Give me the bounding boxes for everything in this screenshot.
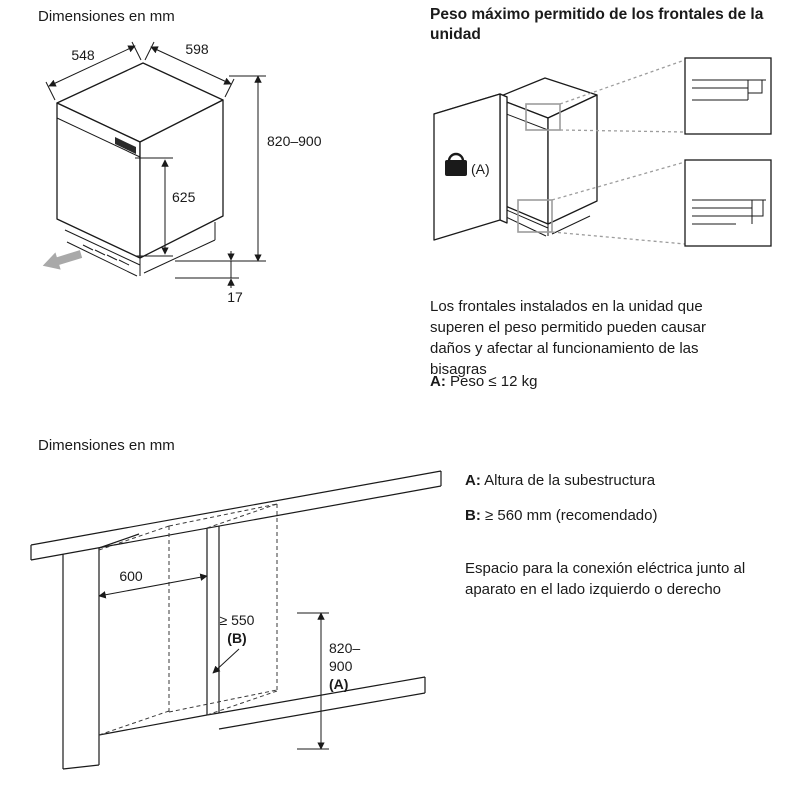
callout-frame-bottom (517, 199, 553, 233)
legend-b-text: ≥ 560 mm (recomendado) (485, 507, 658, 524)
legend-row-a: A: Altura de la subestructura (465, 470, 755, 491)
legend-row-b: B: ≥ 560 mm (recomendado) (465, 505, 755, 526)
niche-dimension-lines (98, 573, 329, 750)
weight-spec: A: Peso ≤ 12 kg (430, 373, 537, 390)
callout-leader-lines (551, 59, 686, 245)
legend: A: Altura de la subestructura B: ≥ 560 m… (465, 470, 755, 600)
weight-paragraph: Los frontales instalados en la unidad qu… (430, 298, 707, 378)
legend-b-key: B: (465, 507, 481, 524)
dim-height-label: 820–900 (267, 133, 322, 149)
dims-niche-title: Dimensiones en mm (38, 437, 175, 454)
legend-note: Espacio para la conexión eléctrica junto… (465, 560, 746, 598)
appliance-body (495, 77, 598, 225)
weight-spec-key: A: (430, 373, 446, 390)
dims-unit-title: Dimensiones en mm (38, 8, 175, 25)
unit-dimensions-drawing: 548 598 820–900 625 17 (42, 41, 322, 305)
appliance-box (56, 62, 224, 259)
weight-spec-value: Peso ≤ 12 kg (450, 373, 538, 390)
dim-width-label: 598 (185, 41, 209, 57)
door-weight-drawing: (A) (433, 57, 772, 247)
counter-and-cabinets (30, 470, 442, 770)
panel-key-label: (A) (471, 161, 490, 177)
niche-height-label-1: 820– (329, 640, 360, 656)
dim-plinth-label: 17 (227, 289, 243, 305)
niche-depth-label: ≥ 550 (220, 612, 255, 628)
door-handle (115, 137, 136, 154)
niche-height-key: (A) (329, 676, 348, 692)
niche-volume-dashed (98, 503, 278, 736)
niche-height-label-2: 900 (329, 658, 353, 674)
weight-icon (445, 152, 467, 176)
legend-a-key: A: (465, 472, 481, 489)
dim-depth-label: 548 (71, 47, 95, 63)
niche-depth-key: (B) (227, 630, 246, 646)
niche-dimensions-drawing: 600 ≥ 550 (B) 820– 900 (A) (30, 470, 442, 770)
dim-door-label: 625 (172, 189, 196, 205)
detail-box-top (684, 57, 772, 135)
legend-a-text: Altura de la subestructura (484, 472, 656, 489)
weight-heading: Peso máximo permitido de los frontales d… (430, 6, 764, 44)
niche-width-label: 600 (119, 568, 143, 584)
airflow-arrow-icon (42, 250, 83, 270)
appliance-details (56, 117, 216, 277)
callout-frame-top (525, 103, 561, 131)
detail-box-contents (692, 79, 766, 225)
dimension-lines (45, 41, 266, 288)
